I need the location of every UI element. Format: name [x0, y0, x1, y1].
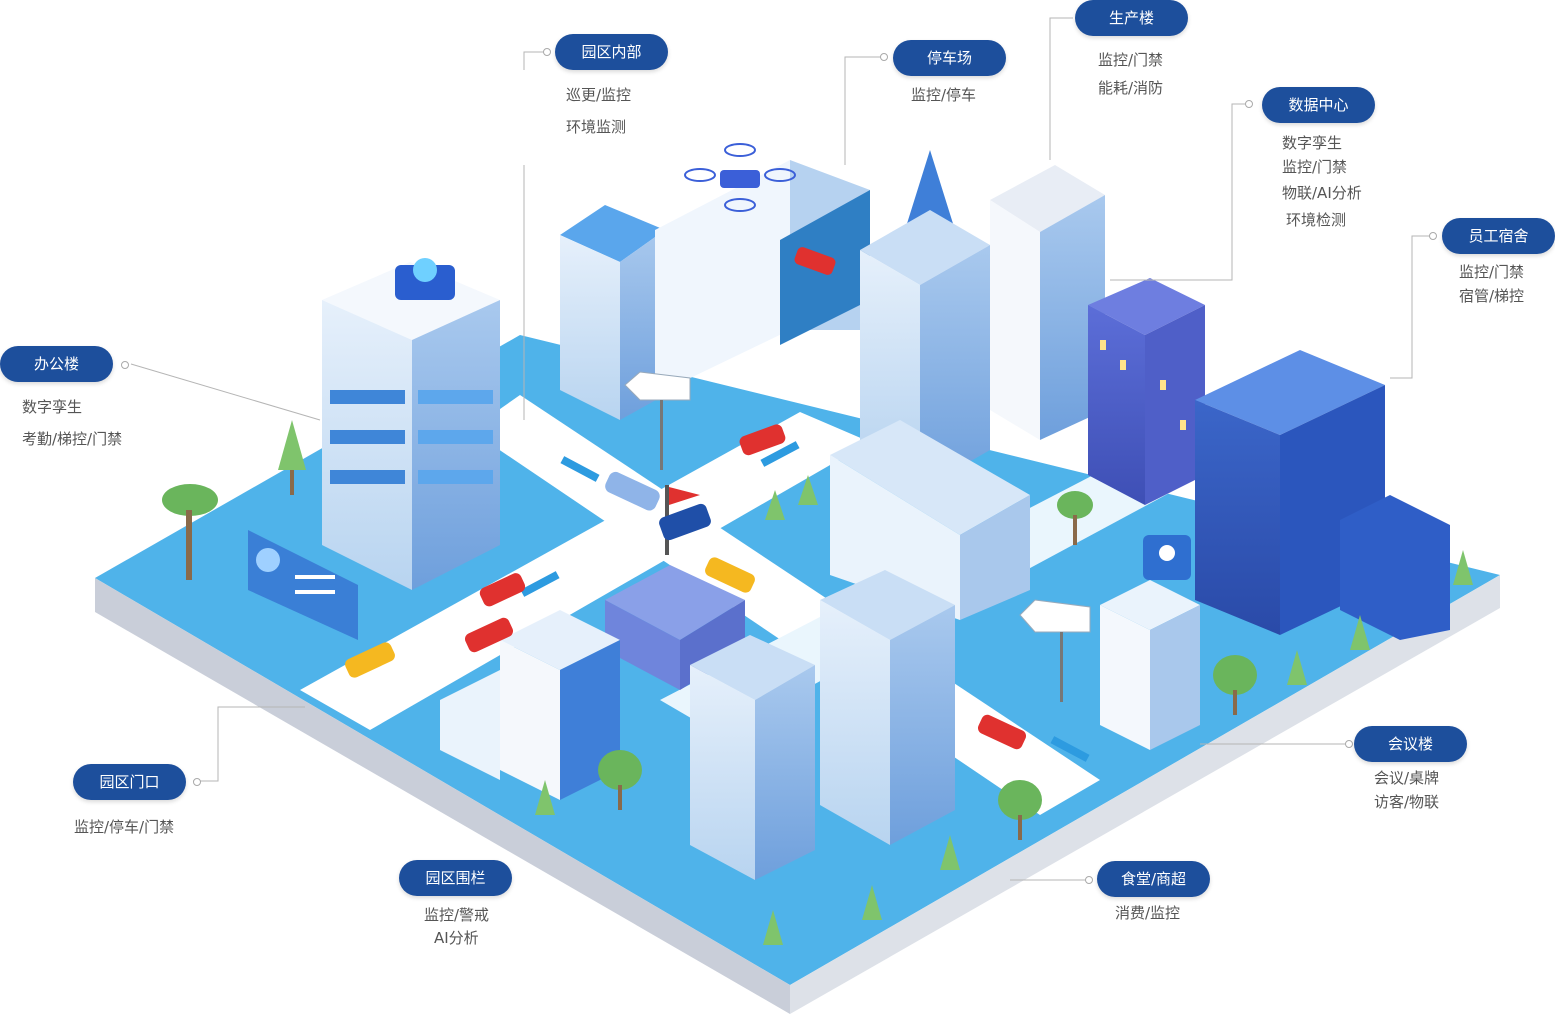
callout-office-label[interactable]: 办公楼 [0, 346, 113, 382]
callout-meeting-line-2: 访客/物联 [1374, 793, 1440, 811]
callout-parking-label[interactable]: 停车场 [893, 40, 1006, 76]
cars [345, 424, 1027, 750]
callout-fence-label[interactable]: 园区围栏 [399, 860, 512, 896]
callout-inner-label[interactable]: 园区内部 [555, 34, 668, 70]
production-building [990, 165, 1105, 440]
dorm-dot [1429, 232, 1437, 240]
callout-datacenter-line-4: 环境检测 [1286, 211, 1347, 229]
callout-fence-line-2: AI分析 [434, 929, 479, 947]
callout-datacenter-label[interactable]: 数据中心 [1262, 87, 1375, 123]
callout-datacenter-line-1: 数字孪生 [1282, 134, 1343, 152]
callout-datacenter-line-2: 监控/门禁 [1282, 158, 1348, 176]
callout-canteen-label[interactable]: 食堂/商超 [1097, 861, 1210, 897]
callout-production-line-2: 能耗/消防 [1098, 79, 1164, 97]
dorm-building [1195, 350, 1450, 640]
callout-meeting-label[interactable]: 会议楼 [1354, 726, 1467, 762]
callout-dorm-line-2: 宿管/梯控 [1459, 287, 1525, 305]
signposts [624, 371, 1091, 702]
gate-dot [193, 778, 201, 786]
connector-lines [130, 17, 1434, 881]
parking-dot [880, 53, 888, 61]
inner-dot [543, 48, 551, 56]
callout-gate-label[interactable]: 园区门口 [73, 764, 186, 800]
callout-office-line-1: 数字孪生 [22, 398, 83, 416]
callout-office-line-2: 考勤/梯控/门禁 [22, 430, 123, 448]
center-podium [605, 485, 745, 690]
callout-inner-line-2: 环境监测 [566, 118, 627, 136]
callout-parking-line-1: 监控/停车 [911, 86, 977, 104]
callout-fence-line-1: 监控/警戒 [424, 906, 490, 924]
datacenter-dot [1245, 100, 1253, 108]
parking-structure [780, 190, 870, 345]
drone [684, 143, 796, 212]
callout-dorm-label[interactable]: 员工宿舍 [1442, 218, 1555, 254]
meeting-dot [1345, 740, 1353, 748]
trees [162, 420, 1473, 945]
callout-datacenter-line-3: 物联/AI分析 [1282, 184, 1362, 202]
front-building-left [690, 635, 815, 880]
callout-canteen-line-1: 消费/监控 [1115, 904, 1181, 922]
callout-dorm-line-1: 监控/门禁 [1459, 263, 1525, 281]
callout-meeting-line-1: 会议/桌牌 [1374, 769, 1440, 787]
office-dot [121, 361, 129, 369]
front-building-right [820, 570, 955, 845]
callout-inner-line-1: 巡更/监控 [566, 86, 632, 104]
callout-production-label[interactable]: 生产楼 [1075, 0, 1188, 36]
meeting-building [1100, 535, 1200, 750]
callout-gate-line-1: 监控/停车/门禁 [74, 818, 175, 836]
info-board [248, 530, 358, 640]
canteen-dot [1085, 876, 1093, 884]
spire-tower [830, 150, 1030, 620]
office-building [322, 258, 500, 590]
callout-production-line-1: 监控/门禁 [1098, 51, 1164, 69]
datacenter-building [1088, 278, 1205, 505]
